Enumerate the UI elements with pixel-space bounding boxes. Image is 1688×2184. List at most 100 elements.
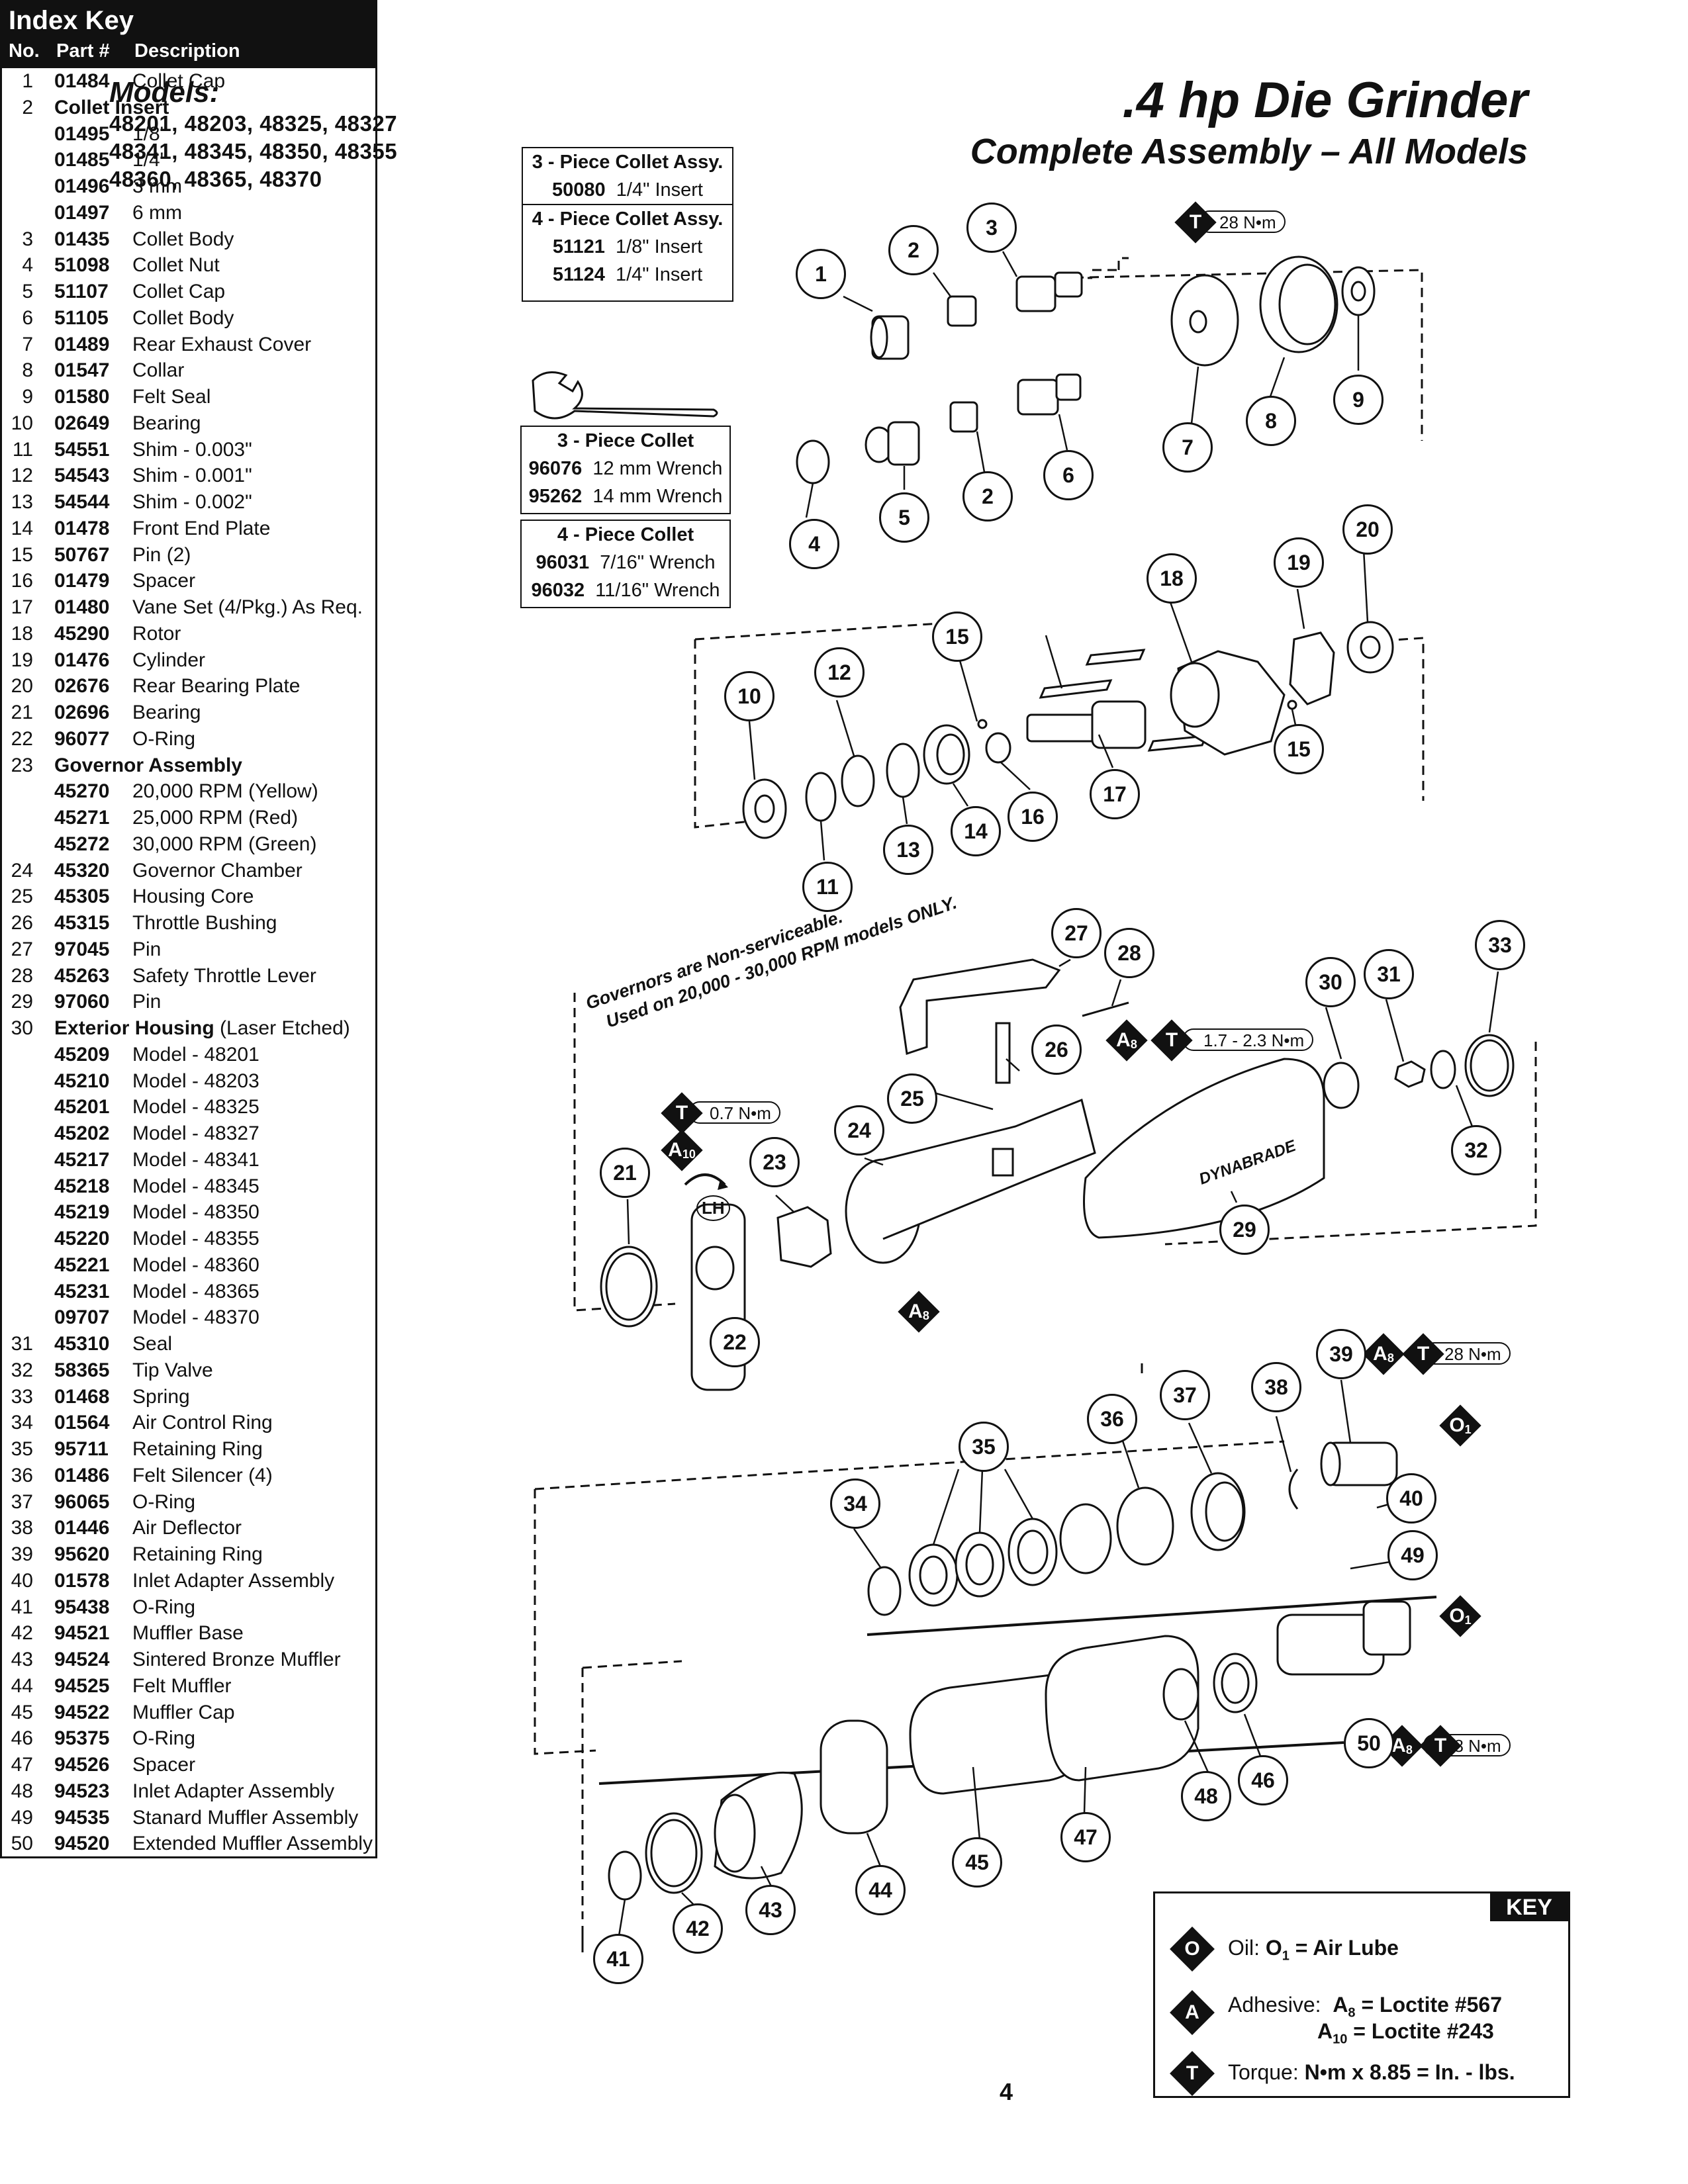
row-description: Model - 48203: [132, 1069, 259, 1092]
callout-17: 17: [1090, 769, 1140, 819]
row-description: Bearing: [132, 412, 201, 434]
callout-49: 49: [1387, 1530, 1438, 1580]
a-sub: 8: [1348, 2005, 1356, 2021]
row-number: 28: [11, 964, 33, 987]
row-number: 45: [11, 1701, 33, 1723]
callout-12: 12: [814, 647, 865, 698]
part-desc: 1/4" Insert: [616, 179, 703, 201]
row-part-number: 45219: [54, 1201, 110, 1224]
torque-symbol: T: [1419, 1725, 1462, 1767]
row-number: 36: [11, 1464, 33, 1486]
housing-parts: [600, 958, 1515, 1391]
row-part-number: 45305: [54, 886, 110, 908]
oil-key-icon: O: [1170, 1927, 1215, 1972]
callout-15: 15: [932, 612, 982, 662]
row-number: 44: [11, 1674, 33, 1697]
row-number: 11: [12, 438, 33, 461]
row-part-number: 02696: [54, 702, 110, 723]
row-number: 19: [11, 649, 33, 671]
part-desc: 7/16" Wrench: [600, 552, 716, 573]
adhesive-a10: A10 = Loctite #243: [1317, 2019, 1494, 2046]
callout-14: 14: [951, 806, 1001, 856]
row-description: Model - 48370: [132, 1306, 259, 1329]
callout-13: 13: [883, 825, 933, 875]
row-number: 5: [22, 281, 33, 302]
callout-19: 19: [1274, 537, 1324, 588]
three-piece-assy-title: 3 - Piece Collet Assy.: [532, 152, 724, 173]
sym-o: O: [1449, 1414, 1465, 1436]
row-description: O-Ring: [132, 1596, 196, 1618]
row-description: Sintered Bronze Muffler: [132, 1649, 341, 1670]
sym-a: A: [1373, 1343, 1387, 1365]
shim-part: [805, 772, 837, 822]
part-number: 96031: [536, 552, 590, 573]
row-description: Seal: [132, 1333, 173, 1355]
row-number: 15: [11, 543, 33, 566]
row-description: 1/8": [132, 122, 167, 145]
row-part-number: 45290: [54, 622, 110, 645]
key-torque-line: Torque: N•m x 8.85 = In. - lbs.: [1228, 2060, 1515, 2085]
row-part-number: 01497: [54, 201, 110, 224]
callout-23: 23: [749, 1137, 800, 1187]
collet-assy-box: 3 - Piece Collet Assy. 50080 1/4" Insert…: [522, 147, 733, 302]
o-ring-part-46: [1162, 1668, 1199, 1721]
row-number: 27: [11, 938, 33, 960]
safety-throttle-lever-part: [899, 958, 1061, 1055]
symbol-key: KEY O Oil: O1 = Air Lube A Adhesive: A8 …: [1153, 1891, 1570, 2098]
callout-25: 25: [887, 1073, 937, 1124]
sym-a: A: [1116, 1029, 1131, 1051]
row-number: 10: [11, 412, 33, 434]
throttle-bushing-part: [992, 1148, 1014, 1177]
callout-31: 31: [1364, 949, 1414, 999]
row-number: 39: [11, 1543, 33, 1565]
row-part-number: 01478: [54, 517, 110, 539]
callout-37: 37: [1160, 1370, 1210, 1420]
callout-26: 26: [1031, 1024, 1082, 1075]
callout-47: 47: [1060, 1812, 1111, 1862]
col-no: No.: [9, 40, 40, 62]
row-part-number: 94523: [54, 1780, 110, 1802]
wrench-part: [532, 371, 718, 420]
row-part-number: 97060: [54, 991, 110, 1013]
torque-label-inlet: 28 N•m: [1423, 1342, 1511, 1365]
symbol-letter: T: [1189, 211, 1202, 233]
adhesive-key-icon: A: [1170, 1990, 1215, 2035]
row-description: Governor Chamber: [132, 859, 303, 882]
group-label-text: Collet Insert: [54, 96, 169, 118]
group-label-note: (Laser Etched): [214, 1017, 350, 1039]
models-line-2: 48341, 48345, 48350, 48355: [109, 139, 398, 163]
row-part-number: 01489: [54, 333, 110, 355]
muffler-parts: [608, 1441, 1411, 1901]
callout-40: 40: [1386, 1473, 1436, 1524]
part-number: 51124: [552, 264, 605, 285]
row-part-number: 01484: [54, 70, 110, 92]
torque-label: Torque:: [1228, 2060, 1299, 2084]
row-part-number: 01547: [54, 359, 110, 382]
shim-part: [841, 754, 875, 807]
callout-9: 9: [1333, 375, 1383, 425]
exterior-housing-part: [1083, 1058, 1325, 1239]
row-part-number: 94535: [54, 1806, 110, 1829]
row-description: Extended Muffler Assembly: [132, 1833, 373, 1855]
torque-symbol: T: [1150, 1019, 1193, 1062]
callout-3: 3: [966, 203, 1017, 253]
row-part-number: 94522: [54, 1701, 110, 1723]
sym-sub: 10: [682, 1147, 696, 1161]
row-number: 43: [11, 1649, 33, 1670]
adhesive-label: Adhesive:: [1228, 1993, 1321, 2017]
row-number: 16: [11, 570, 33, 592]
row-number: 26: [11, 912, 33, 934]
torque-key-icon: T: [1170, 2051, 1215, 2096]
callout-45: 45: [952, 1837, 1002, 1888]
row-description: Shim - 0.003": [132, 438, 252, 461]
index-key-title: Index Key: [9, 6, 134, 35]
callout-4: 4: [789, 519, 839, 569]
callout-48: 48: [1181, 1771, 1231, 1821]
row-number: 50: [11, 1833, 33, 1855]
row-description: Retaining Ring: [132, 1543, 263, 1565]
